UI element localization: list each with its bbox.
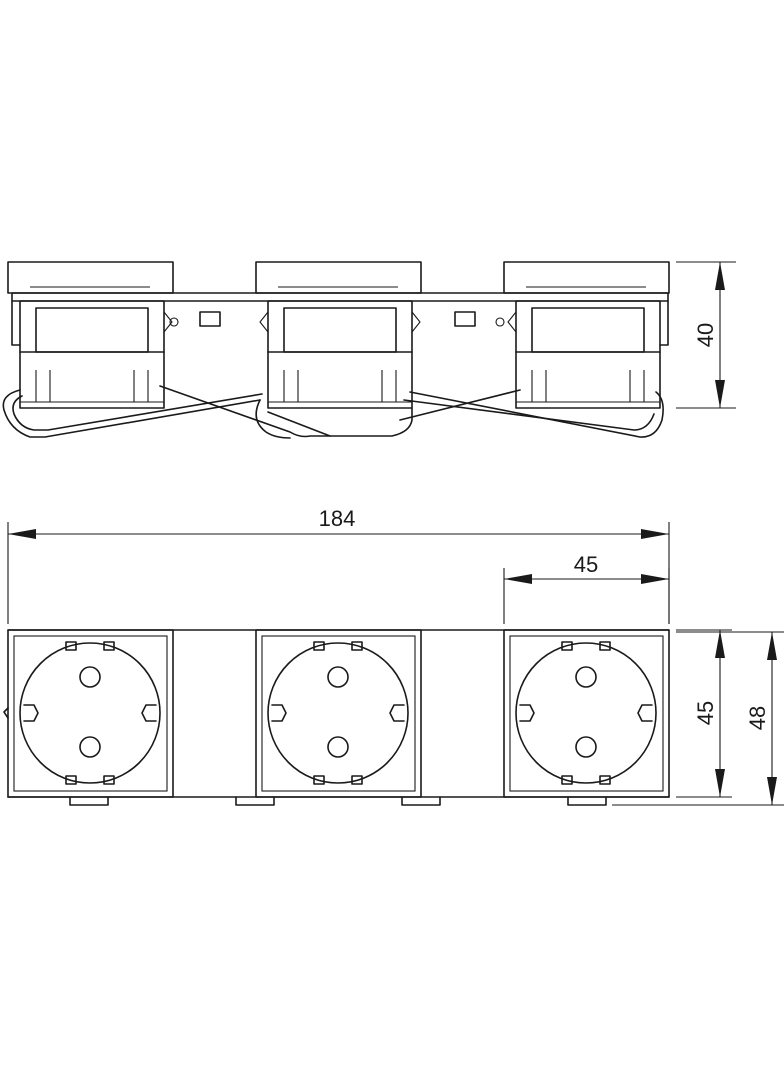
front-plate-1: [7, 261, 174, 294]
dimension-label-40: 40: [693, 323, 718, 347]
frame-rail: [11, 292, 669, 302]
socket-module-2: [255, 629, 422, 798]
mounting-feet: [69, 796, 607, 806]
side-view: [2, 261, 670, 439]
dimension-module-height: 45: [676, 629, 732, 798]
connector-1: [199, 311, 221, 327]
dimension-label-184: 184: [319, 506, 356, 531]
wire-cross-3: [399, 389, 521, 421]
dimension-overall-width: 184: [7, 506, 670, 624]
socket-body-2: [267, 300, 413, 409]
socket-body-3: [515, 300, 661, 409]
wire-cross-4: [409, 391, 664, 438]
wire-cross-1: [159, 385, 413, 438]
socket-module-3: [503, 629, 670, 798]
connector-2: [454, 311, 476, 327]
side-nub: [3, 707, 9, 719]
wire-loop-left-inner: [12, 393, 263, 431]
clip-left: [11, 300, 21, 346]
front-plate-2: [255, 261, 422, 294]
dimension-label-48: 48: [745, 706, 770, 730]
wire-cross-2: [255, 399, 291, 439]
wire-cross-5: [403, 399, 655, 431]
clip-right: [659, 300, 669, 346]
dimension-label-45-width: 45: [574, 552, 598, 577]
wire-cross-6: [267, 411, 331, 437]
wire-loop-left: [2, 389, 261, 438]
dimension-height-side: 40: [676, 261, 736, 409]
front-view: [3, 629, 670, 806]
socket-body-1: [19, 300, 165, 409]
dimension-total-height: 48: [612, 631, 784, 806]
dimension-label-45-height: 45: [693, 701, 718, 725]
socket-module-1: [7, 629, 174, 798]
dimension-module-width: 45: [503, 552, 670, 624]
front-plate-3: [503, 261, 670, 294]
